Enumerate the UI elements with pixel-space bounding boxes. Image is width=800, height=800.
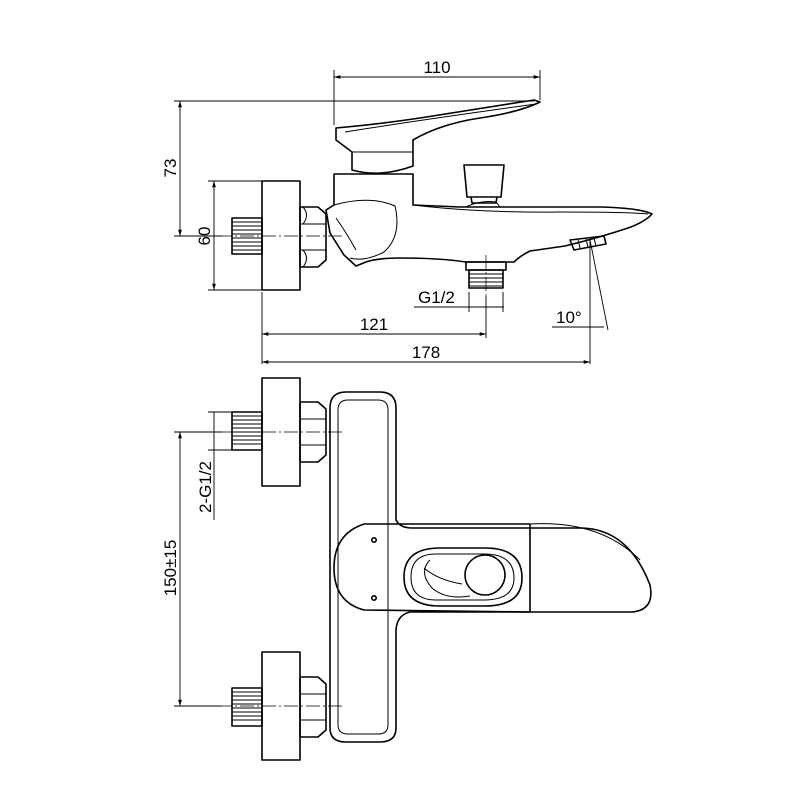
side-wall-flange	[261, 180, 301, 291]
front-view: 2-G1/2 150±15	[161, 377, 652, 761]
dim-angle-10-label: 10°	[556, 308, 582, 327]
side-aerator	[569, 235, 607, 251]
front-upper-hex-nut	[299, 401, 327, 463]
dim-178: 178	[262, 343, 590, 364]
dim-inlets-2g12-label: 2-G1/2	[196, 461, 215, 513]
side-lever-handle	[335, 99, 541, 174]
dim-outlet-g12: G1/2	[414, 288, 504, 312]
dim-outlet-g12-label: G1/2	[418, 288, 455, 307]
front-lower-hex-nut	[299, 676, 327, 738]
dim-110-label: 110	[423, 58, 450, 77]
side-hex-nut	[299, 206, 327, 268]
dim-73: 73	[161, 100, 534, 237]
dim-73-label: 73	[161, 159, 180, 178]
dim-110: 110	[333, 58, 541, 125]
dim-spacing-150: 150±15	[161, 431, 222, 707]
dim-178-label: 178	[412, 343, 440, 362]
side-faucet-body	[325, 173, 653, 267]
front-lever-handle	[333, 523, 641, 613]
side-outlet-thread	[465, 255, 507, 296]
dim-inlets-2g12: 2-G1/2	[196, 411, 232, 520]
front-diverter-knob	[464, 554, 506, 596]
dim-121: 121	[261, 292, 487, 364]
front-body	[329, 391, 652, 743]
front-diverter-window	[403, 547, 523, 607]
dim-spacing-150-label: 150±15	[161, 540, 180, 597]
dim-121-label: 121	[360, 315, 388, 334]
side-view: 110 73 60 G1/2 10°	[161, 58, 653, 364]
side-diverter-knob	[463, 164, 505, 204]
dim-angle-10: 10°	[552, 239, 609, 364]
dim-60-label: 60	[195, 227, 214, 246]
dim-60: 60	[195, 180, 262, 291]
front-upper-thread	[231, 411, 263, 451]
front-lower-thread	[231, 687, 263, 727]
